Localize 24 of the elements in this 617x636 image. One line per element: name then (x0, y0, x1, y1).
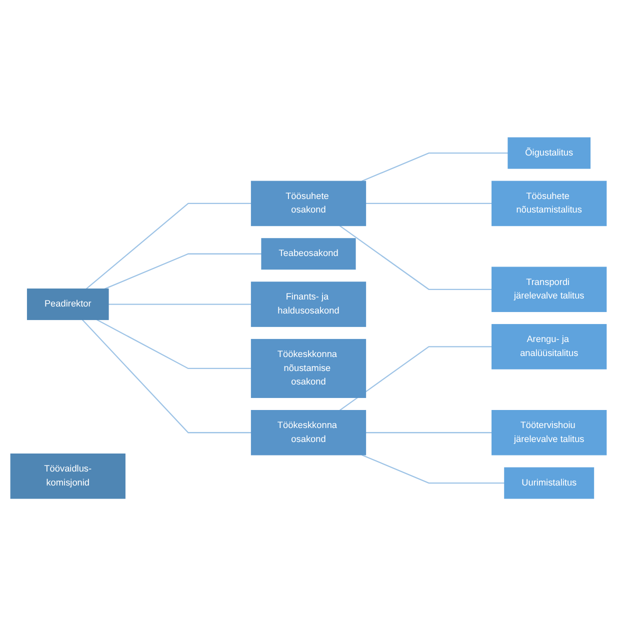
connector (108, 304, 252, 305)
node-box: Arengu- ja analüüsitalitus (492, 324, 607, 370)
connector (339, 225, 492, 290)
connector (362, 152, 508, 182)
node-box: Teabeosakond (261, 238, 356, 270)
connector (96, 319, 252, 369)
node-box: Uurimistalitus (504, 467, 594, 499)
node-box: Transpordi järelevalve talitus (492, 266, 607, 312)
connector (362, 454, 504, 484)
node-box: Töösuhete nõustamistalitus (492, 180, 607, 226)
node-box: Töökeskkonna nõustamise osakond (250, 338, 366, 398)
connector (104, 253, 262, 290)
node-box: Töökeskkonna osakond (250, 410, 366, 456)
connector (86, 202, 252, 290)
node-box: Töötervishoiu järelevalve talitus (492, 410, 607, 456)
node-box: Peadirektor (26, 288, 109, 320)
node-box: Õigustalitus (508, 137, 591, 169)
node-box: Töövaidlus-komisjonid (10, 453, 126, 499)
node-box: Töösuhete osakond (250, 180, 366, 226)
node-box: Finants- ja haldusosakond (250, 282, 366, 327)
connector (366, 202, 492, 204)
connector (339, 346, 492, 411)
connector (366, 432, 492, 434)
connector (82, 319, 252, 434)
